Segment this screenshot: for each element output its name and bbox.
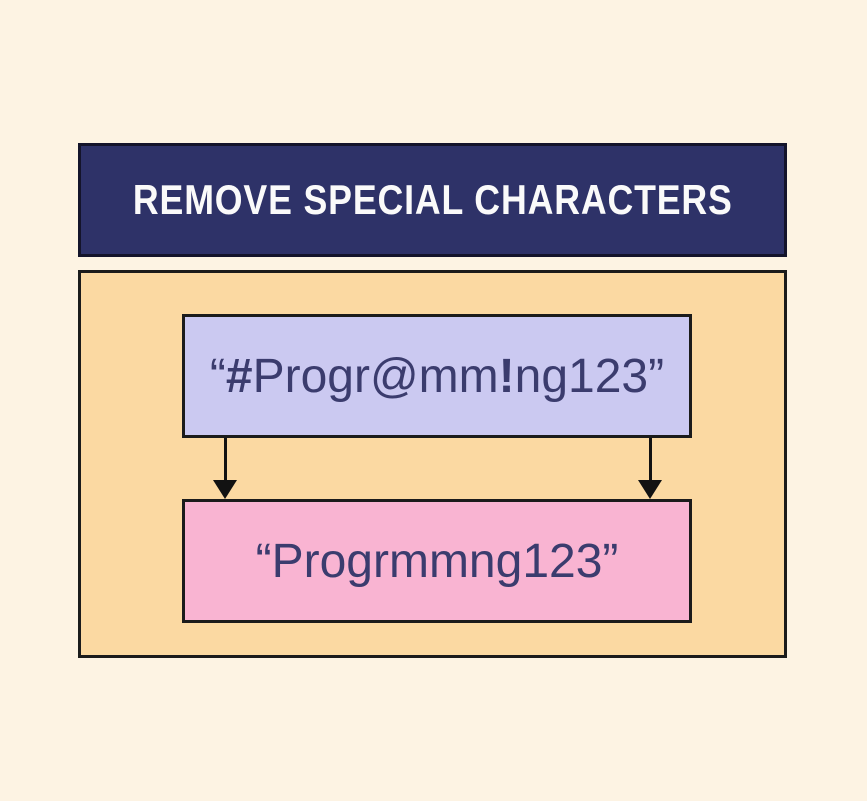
page-title: REMOVE SPECIAL CHARACTERS [132,176,733,223]
diagram-panel: “#Progr@mm!ng123” “Progrmmng123” [78,270,787,658]
arrow-head [213,480,237,499]
arrow-head [638,480,662,499]
input-string-text: “#Progr@mm!ng123” [209,349,665,403]
output-string-box: “Progrmmng123” [182,499,692,623]
title-banner: REMOVE SPECIAL CHARACTERS [78,143,787,257]
arrow-shaft [224,438,227,482]
input-string-box: “#Progr@mm!ng123” [182,314,692,438]
arrow-shaft [649,438,652,482]
output-string-text: “Progrmmng123” [255,534,619,588]
